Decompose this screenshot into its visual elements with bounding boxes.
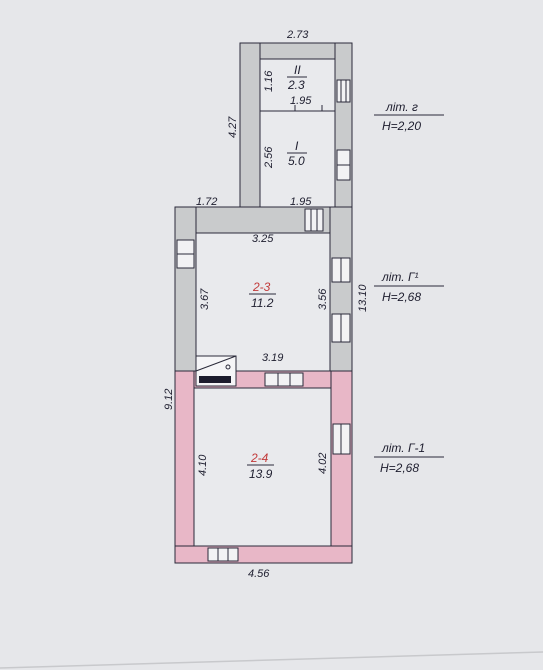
- legend-lit-G1: літ. Г¹ Н=2,68: [374, 270, 444, 304]
- dim-right-total-height: 13.10: [357, 284, 369, 312]
- legend-lit-g-name: літ. г: [385, 100, 418, 114]
- legend-lit-G1-height: Н=2,68: [382, 290, 421, 304]
- window-upper-right: [336, 79, 351, 103]
- window-lower-bottom: [207, 547, 239, 562]
- window-shoulder: [304, 208, 324, 232]
- dim-room-I-height: 2.56: [263, 146, 275, 169]
- partition-ticks: [294, 105, 323, 111]
- wall-shoulder: [174, 206, 353, 234]
- room-2-3-area: 11.2: [251, 296, 274, 310]
- paper-fold-line: [0, 651, 543, 669]
- wall-lower-bottom: [174, 545, 353, 564]
- wall-lower-right: [330, 370, 353, 564]
- legend-lit-G-1-height: Н=2,68: [380, 461, 419, 475]
- dim-left-lower-height: 9.12: [163, 389, 175, 410]
- dim-shoulder-left: 1.72: [196, 196, 217, 208]
- dim-lower-wall-width: 3.19: [262, 352, 283, 364]
- wall-upper-left: [239, 42, 261, 212]
- wall-middle-left: [174, 206, 197, 374]
- dim-room-II-height: 1.16: [263, 70, 275, 92]
- wall-middle-right: [329, 206, 353, 374]
- windows: [176, 79, 351, 562]
- dim-room-2-4-left-height: 4.10: [197, 454, 209, 476]
- legend-lit-G1-name: літ. Г¹: [381, 270, 419, 284]
- legend-lit-G-1: літ. Г-1 Н=2,68: [374, 441, 444, 475]
- room-2-4-number: 2-4: [250, 451, 269, 465]
- legend-lit-G-1-name: літ. Г-1: [381, 441, 425, 455]
- dim-room-2-3-left-height: 3.67: [199, 288, 211, 310]
- dim-room-2-3-right-height: 3.56: [317, 288, 329, 310]
- room-2-3-number: 2-3: [252, 280, 271, 294]
- legend-lit-g-height: Н=2,20: [382, 119, 421, 133]
- room-I-number: I: [295, 139, 299, 153]
- door-lower-top: [264, 372, 304, 387]
- dim-bottom-width: 4.56: [248, 568, 270, 580]
- room-2-4-area: 13.9: [249, 467, 273, 481]
- wall-lower-left: [174, 370, 195, 564]
- room-I-area: 5.0: [288, 154, 305, 168]
- dim-room-2-3-width: 3.25: [252, 233, 274, 245]
- room-2-3-interior: [195, 232, 331, 372]
- legend-lit-g: літ. г Н=2,20: [374, 100, 444, 133]
- room-I-interior: [259, 110, 336, 208]
- room-2-4-interior: [193, 387, 332, 547]
- dim-shoulder-right: 1.95: [290, 196, 312, 208]
- dim-top-width: 2.73: [286, 29, 309, 41]
- dim-left-upper-height: 4.27: [227, 116, 239, 138]
- stove-icon: [195, 355, 237, 387]
- wall-upper-right: [334, 42, 353, 214]
- dim-room-2-4-right-height: 4.02: [317, 453, 329, 474]
- dim-room-II-width: 1.95: [290, 95, 312, 107]
- room-II-area: 2.3: [287, 78, 305, 92]
- room-II-number: II: [294, 63, 301, 77]
- room-II-interior: [259, 58, 336, 112]
